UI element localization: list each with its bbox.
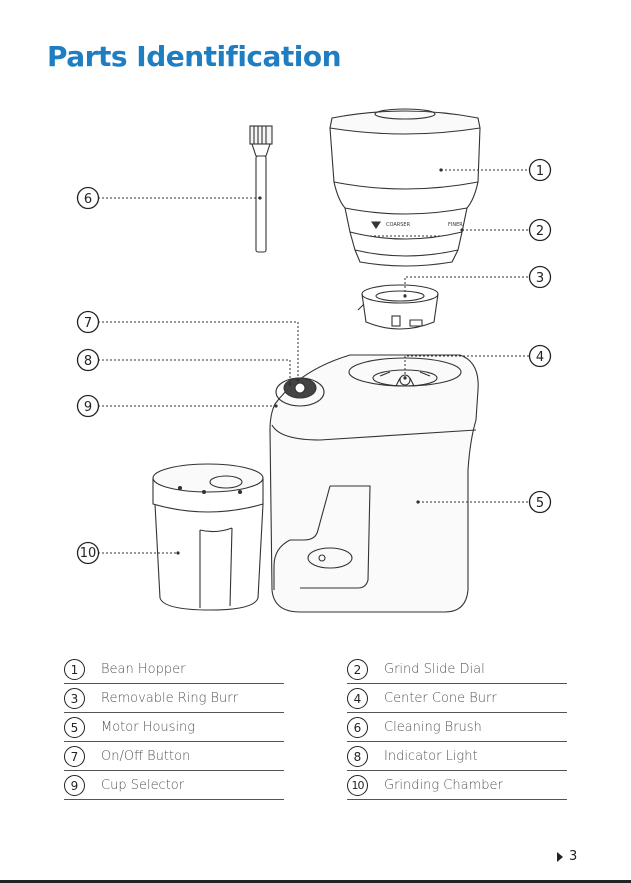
callout-1: 1 — [530, 160, 551, 181]
svg-text:9: 9 — [84, 400, 92, 415]
svg-text:5: 5 — [536, 496, 544, 511]
legend-label: Motor Housing — [101, 720, 195, 735]
legend-item-indicator-light: 8 Indicator Light — [347, 743, 567, 771]
motor-housing-illustration — [270, 355, 478, 612]
legend-number: 2 — [347, 659, 368, 680]
legend-number: 8 — [347, 746, 368, 767]
legend-label: Removable Ring Burr — [101, 691, 238, 706]
legend-item-on-off-button: 7 On/Off Button — [64, 743, 284, 771]
callout-5: 5 — [530, 492, 551, 513]
callout-8: 8 — [78, 350, 99, 371]
legend-number: 5 — [64, 717, 85, 738]
legend-label: Bean Hopper — [101, 662, 185, 677]
legend-label: Cup Selector — [101, 778, 184, 793]
callout-9: 9 — [78, 396, 99, 417]
cleaning-brush-illustration — [250, 126, 272, 252]
dial-text-coarser: COARSER — [386, 222, 411, 228]
callout-6: 6 — [78, 188, 99, 209]
svg-text:1: 1 — [536, 164, 544, 179]
svg-text:2: 2 — [536, 224, 544, 239]
callout-2: 2 — [530, 220, 551, 241]
grinding-chamber-illustration — [153, 464, 263, 610]
callout-10: 10 — [78, 543, 99, 564]
legend-number: 6 — [347, 717, 368, 738]
svg-text:4: 4 — [536, 350, 544, 365]
legend-item-removable-ring-burr: 3 Removable Ring Burr — [64, 685, 284, 713]
legend-item-motor-housing: 5 Motor Housing — [64, 714, 284, 742]
legend-number: 10 — [347, 775, 368, 796]
dial-text-finer: FINER — [448, 222, 463, 228]
legend-item-cup-selector: 9 Cup Selector — [64, 772, 284, 800]
svg-text:10: 10 — [80, 546, 97, 561]
svg-text:6: 6 — [84, 192, 92, 207]
legend-item-center-cone-burr: 4 Center Cone Burr — [347, 685, 567, 713]
triangle-right-icon — [557, 852, 563, 862]
legend-number: 9 — [64, 775, 85, 796]
page-number-text: 3 — [569, 849, 577, 864]
legend-label: Center Cone Burr — [384, 691, 497, 706]
bean-hopper-illustration: COARSER FINER — [330, 109, 480, 266]
ring-burr-illustration — [358, 285, 438, 329]
legend-label: Grinding Chamber — [384, 778, 503, 793]
callout-7: 7 — [78, 312, 99, 333]
svg-text:7: 7 — [84, 316, 92, 331]
callout-3: 3 — [530, 267, 551, 288]
legend-item-grinding-chamber: 10 Grinding Chamber — [347, 772, 567, 800]
legend-number: 4 — [347, 688, 368, 709]
legend-number: 7 — [64, 746, 85, 767]
parts-diagram: COARSER FINER — [0, 0, 631, 640]
legend-number: 1 — [64, 659, 85, 680]
legend-item-grind-slide-dial: 2 Grind Slide Dial — [347, 656, 567, 684]
callout-4: 4 — [530, 346, 551, 367]
legend-label: Indicator Light — [384, 749, 478, 764]
legend-label: Cleaning Brush — [384, 720, 482, 735]
svg-text:8: 8 — [84, 354, 92, 369]
legend-label: On/Off Button — [101, 749, 190, 764]
legend-number: 3 — [64, 688, 85, 709]
legend-item-bean-hopper: 1 Bean Hopper — [64, 656, 284, 684]
legend-label: Grind Slide Dial — [384, 662, 485, 677]
page-number: 3 — [557, 849, 577, 864]
legend-item-cleaning-brush: 6 Cleaning Brush — [347, 714, 567, 742]
svg-text:3: 3 — [536, 271, 544, 286]
